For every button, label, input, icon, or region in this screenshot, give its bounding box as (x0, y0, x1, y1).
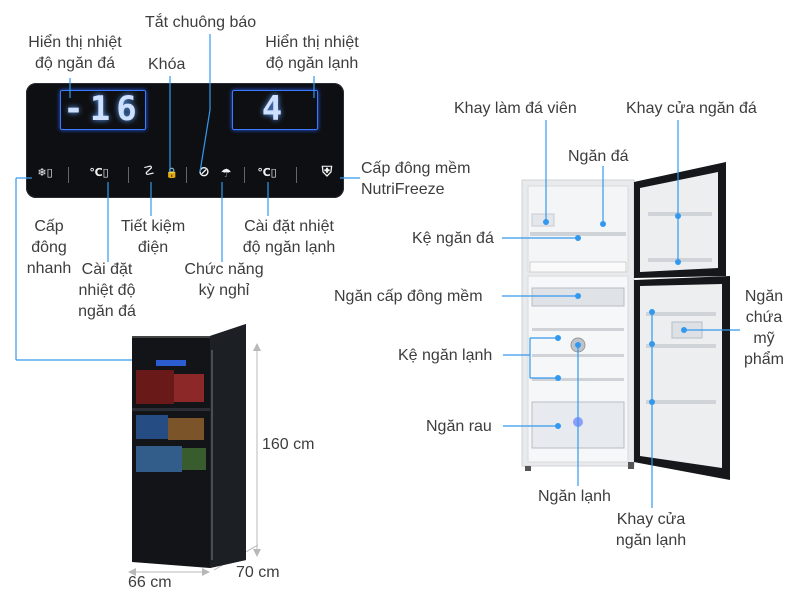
label-fridge: Ngăn lạnh (538, 488, 611, 505)
label-freezer-shelf: Kệ ngăn đá (412, 230, 494, 247)
fridge-temp-display: 4 (232, 90, 318, 130)
divider (128, 167, 129, 183)
label-quick-freeze: Cấp đông nhanh (26, 218, 72, 277)
height-label: 160 cm (262, 436, 315, 453)
label-fridge-temp-set: Cài đặt nhiệt độ ngăn lạnh (242, 218, 336, 256)
snow-shield-icon[interactable]: ⛨ (321, 164, 333, 180)
width-label: 66 cm (128, 574, 172, 591)
open-fridge-graphic (521, 162, 730, 480)
label-freezer-display: Hiển thị nhiệt độ ngăn đá (28, 34, 122, 72)
label-fridge-door-tray: Khay cửa ngăn lạnh (615, 511, 687, 549)
label-fridge-display: Hiển thị nhiệt độ ngăn lạnh (265, 34, 359, 72)
vacation-icon[interactable]: ☂ (220, 166, 232, 180)
closed-fridge-graphic (132, 324, 246, 568)
lock-icon[interactable]: 🔒 (165, 168, 179, 179)
bell-off-icon[interactable]: ⊘ (198, 164, 210, 180)
divider (68, 167, 69, 183)
label-ice-tray: Khay làm đá viên (454, 100, 577, 117)
label-freezer-door-tray: Khay cửa ngăn đá (626, 100, 757, 117)
label-eco: Tiết kiệm điện (120, 218, 186, 256)
divider (296, 167, 297, 183)
eco-icon[interactable]: ☡ (143, 164, 155, 179)
label-freezer-temp-set: Cài đặt nhiệt độ ngăn đá (78, 261, 136, 320)
label-alarm-off: Tắt chuông báo (145, 14, 257, 31)
label-freezer: Ngăn đá (568, 148, 629, 165)
thermometer-icon[interactable]: ℃▯ (89, 166, 109, 179)
label-cosmetics: Ngăn chứa mỹ phẩm (743, 288, 785, 368)
control-panel (26, 83, 344, 198)
label-vacation: Chức năng kỳ nghỉ (184, 261, 264, 299)
label-fridge-shelf: Kệ ngăn lạnh (398, 347, 493, 364)
freezer-temp-display: -16 (60, 90, 146, 130)
label-vegetable: Ngăn rau (426, 418, 492, 435)
thermometer-icon[interactable]: ℃▯ (257, 166, 277, 179)
divider (186, 167, 187, 183)
depth-label: 70 cm (236, 564, 280, 581)
label-nutrifreeze: Cấp đông mềm NutriFreeze (361, 160, 471, 198)
snowflake-icon[interactable]: ❄▯ (37, 166, 53, 179)
label-soft-freeze: Ngăn cấp đông mềm (334, 288, 483, 305)
divider (244, 167, 245, 183)
label-lock: Khóa (148, 56, 186, 73)
